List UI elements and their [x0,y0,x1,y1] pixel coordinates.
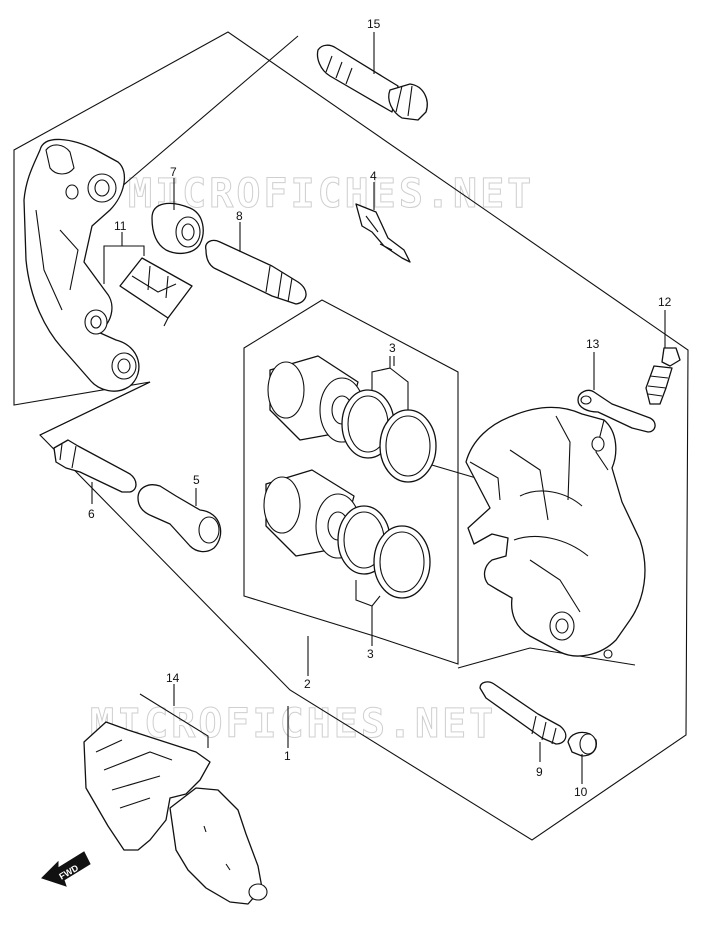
callout-6: 6 [88,507,95,521]
callout-2: 2 [304,677,311,691]
slide-pin-9 [479,681,567,745]
seal-set-upper [341,389,437,483]
bracket-plate-13 [577,389,656,433]
callout-5: 5 [193,473,200,487]
plug-10 [567,731,598,757]
slide-pin-6 [53,439,137,493]
callout-14: 14 [166,671,180,685]
callout-11: 11 [114,219,127,233]
caliper-bracket [23,138,140,392]
boot-part-5 [137,484,222,553]
clip-4 [355,203,411,263]
callout-13: 13 [586,337,600,351]
seal-set-lower [337,505,431,599]
callout-labels: 15 4 7 8 11 3 12 13 5 6 3 2 14 1 9 10 [88,17,672,799]
kit-boundary-2 [243,299,459,665]
caliper-body [465,406,646,659]
callout-7: 7 [170,165,177,179]
callout-12: 12 [658,295,672,309]
watermark-top: MICROFICHES.NET [128,171,534,217]
seal-bracket-lower [355,580,381,620]
pad-bracket-line [139,693,209,748]
pad-spring [119,257,193,327]
slide-pin-8 [205,239,307,305]
brake-pad-set-14 [83,721,268,905]
assembly-boundary-1 [13,31,689,841]
callout-15: 15 [367,17,381,31]
callout-9: 9 [536,765,543,779]
callout-3-lower: 3 [367,647,374,661]
leader-lines [91,32,666,784]
callout-4: 4 [370,169,377,183]
bolt-15 [316,44,428,121]
callout-8: 8 [236,209,243,223]
callout-10: 10 [574,785,588,799]
boot-part-7 [151,202,204,255]
callout-1: 1 [284,749,291,763]
seal-bracket-upper [371,356,409,410]
bracket-boundary-lines [39,35,299,436]
callout-3-upper: 3 [389,341,396,355]
bleeder-valve-12 [645,347,681,405]
forward-arrow-icon: FWD [41,851,91,887]
